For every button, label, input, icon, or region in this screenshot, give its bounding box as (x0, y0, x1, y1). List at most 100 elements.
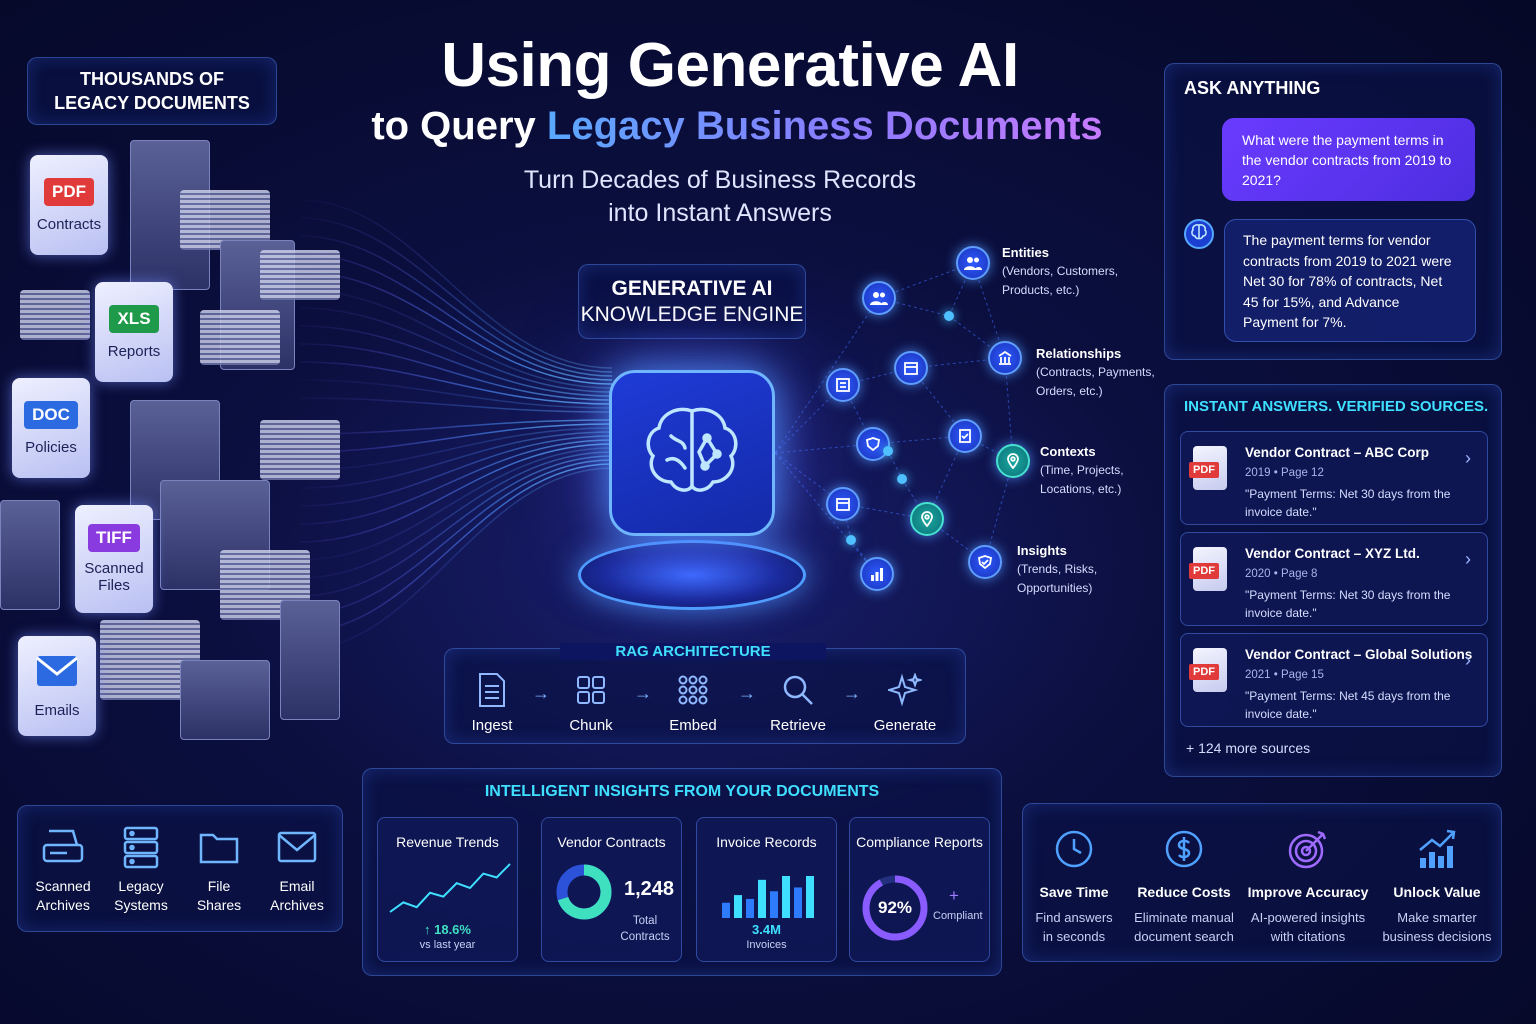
archive-label-line-2: Archives (36, 896, 90, 913)
insights-title: INTELLIGENT INSIGHTS FROM YOUR DOCUMENTS (484, 783, 880, 800)
benefit-desc-line-1: Find answers (1035, 910, 1113, 925)
graph-label-detail: (Time, Projects, (1040, 463, 1124, 477)
source-meta: 2020 • Page 8 (1245, 568, 1318, 580)
sources-title: INSTANT ANSWERS. VERIFIED SOURCES. (1184, 398, 1489, 415)
archive-label-line-1: Scanned (35, 877, 91, 894)
doc-label-line-1: Scanned (84, 560, 144, 577)
user-question-bubble: What were the payment terms in the vendo… (1222, 118, 1475, 201)
compliance-note: Compliant (933, 910, 983, 922)
data-flow-line (299, 443, 613, 543)
benefit-desc-line-2: document search (1134, 929, 1234, 944)
archive-label-line-2: Shares (196, 896, 242, 913)
chevron-right-icon[interactable]: › (1465, 549, 1471, 569)
benefit-reduce-costs: Reduce Costs Eliminate manual document s… (1121, 826, 1247, 946)
insight-card-title: Vendor Contracts (557, 834, 666, 850)
paper-stack (260, 250, 340, 300)
graph-edge (774, 443, 874, 454)
chevron-right-icon[interactable]: › (1465, 650, 1471, 670)
archive-label-line-2: Systems (114, 896, 168, 913)
more-sources-link[interactable]: + 124 more sources (1186, 740, 1311, 756)
source-name: Vendor Contract – ABC Corp (1245, 445, 1430, 460)
benefit-desc-line-1: Make smarter (1397, 910, 1477, 925)
paper-stack (260, 420, 340, 480)
doc-label: Scanned Files (84, 560, 143, 594)
arrow-right-icon: → (532, 683, 550, 703)
rag-step-generate: Generate (860, 670, 950, 734)
graph-edge (972, 262, 1006, 359)
ai-brain-chip (609, 370, 775, 536)
invoice-bar-chart (722, 876, 814, 918)
graph-label-title: Entities (1002, 245, 1049, 260)
data-flow-line (299, 447, 613, 561)
source-meta: 2019 • Page 12 (1245, 467, 1324, 479)
benefit-unlock-value: Unlock Value Make smarter business decis… (1374, 826, 1500, 946)
data-flow-line (299, 199, 613, 369)
document-icon (447, 670, 537, 710)
magnifier-icon (753, 670, 843, 710)
graph-label-contexts: Contexts (Time, Projects, Locations, etc… (1040, 442, 1124, 499)
document-check-node-icon (948, 419, 982, 453)
users-node-icon (862, 281, 896, 315)
compliance-ring-chart (862, 875, 928, 941)
arrow-right-icon: → (843, 683, 861, 703)
graph-label-detail: (Vendors, Customers, (1002, 264, 1119, 278)
mail-icon (259, 823, 335, 871)
graph-edge (774, 297, 880, 454)
invoice-records-value: 3.4M (752, 922, 781, 937)
doc-label: Policies (25, 438, 77, 456)
target-icon (1245, 826, 1371, 872)
data-flow-line (299, 431, 613, 489)
pdf-badge: PDF (44, 177, 94, 206)
doc-card-doc: DOC Policies (12, 378, 90, 478)
graph-label-relationships: Relationships (Contracts, Payments, Orde… (1036, 344, 1155, 401)
archive-item-file-shares: File Shares (181, 823, 257, 915)
dots-cluster-icon (648, 670, 738, 710)
graph-dot (944, 311, 954, 321)
users-node-icon (956, 246, 990, 280)
source-meta: 2021 • Page 15 (1245, 669, 1324, 681)
compliance-value: 92% (877, 898, 913, 917)
data-flow-line (299, 427, 613, 471)
source-card[interactable]: PDF Vendor Contract – XYZ Ltd. 2020 • Pa… (1180, 532, 1488, 626)
invoice-bar (746, 898, 754, 918)
vendor-contracts-note: Total Contracts (620, 913, 670, 945)
insight-card-title: Compliance Reports (856, 834, 983, 850)
benefit-desc-line-2: business decisions (1382, 929, 1492, 944)
pdf-badge: PDF (1189, 664, 1219, 680)
page-subtitle: to Query Legacy Business Documents (0, 104, 1474, 149)
archive-label-line-1: Email (279, 877, 315, 894)
doc-card-xls: XLS Reports (95, 282, 173, 382)
ai-answer-bubble: The payment terms for vendor contracts f… (1224, 219, 1476, 342)
insight-card-revenue: Revenue Trends ↑ 18.6% vs last year (377, 817, 518, 962)
source-name: Vendor Contract – XYZ Ltd. (1245, 546, 1420, 561)
doc-card-tiff: TIFF Scanned Files (75, 505, 153, 613)
benefit-improve-accuracy: Improve Accuracy AI-powered insights wit… (1245, 826, 1371, 946)
data-flow-line (299, 325, 613, 397)
calendar-node-icon (894, 351, 928, 385)
archive-item-legacy-systems: Legacy Systems (103, 823, 179, 915)
source-card[interactable]: PDF Vendor Contract – Global Solutions 2… (1180, 633, 1488, 727)
chevron-right-icon[interactable]: › (1465, 448, 1471, 468)
invoice-bar (722, 902, 730, 918)
arrow-right-icon: → (738, 683, 756, 703)
pdf-badge: PDF (1189, 563, 1219, 579)
calendar-node-icon (826, 487, 860, 521)
tiff-badge: TIFF (88, 524, 140, 552)
benefit-title: Unlock Value (1393, 884, 1481, 900)
doc-label: Reports (107, 342, 161, 360)
graph-label-title: Relationships (1036, 346, 1122, 361)
revenue-change-note: vs last year (419, 939, 476, 951)
graph-edge (774, 452, 878, 575)
graph-label-detail: Orders, etc.) (1036, 384, 1103, 398)
envelope-icon (35, 654, 79, 692)
source-card[interactable]: PDF Vendor Contract – ABC Corp 2019 • Pa… (1180, 431, 1488, 525)
tagline: Turn Decades of Business Records into In… (520, 164, 920, 230)
rag-step-label: Embed (669, 717, 717, 734)
arrow-right-icon: → (634, 683, 652, 703)
invoice-bar (758, 879, 766, 918)
data-flow-line (299, 459, 613, 615)
data-flow-line (299, 419, 613, 435)
tagline-line-2: into Instant Answers (608, 199, 832, 227)
doc-card-pdf: PDF Contracts (30, 155, 108, 255)
data-flow-line (299, 451, 613, 579)
